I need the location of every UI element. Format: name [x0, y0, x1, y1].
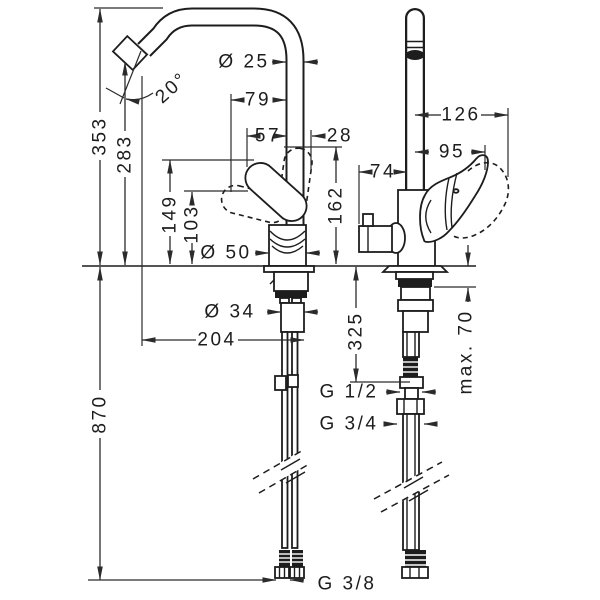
valve-stem: [362, 213, 374, 227]
gasket-left: [275, 291, 307, 298]
mounting-shank-left: [280, 302, 305, 333]
break-jog-2: [285, 471, 306, 484]
gasket-right: [398, 279, 432, 287]
pipe-fitting-1: [274, 375, 287, 391]
lever-handle-right-view: [419, 154, 489, 243]
mounting-shank-right: [402, 310, 429, 333]
dim-body-diameter: Ø 50: [200, 243, 251, 264]
dim-handle-reach-max: 126: [441, 105, 480, 126]
break-dash-4: [380, 474, 450, 513]
dim-handle-height-flat: 103: [182, 204, 203, 243]
dim-thread-g34: G 3/4: [320, 414, 379, 435]
dim-spout-diameter: Ø 25: [218, 52, 269, 73]
dim-spout-angle: 20°: [152, 68, 193, 108]
mount-block-b: [397, 299, 434, 312]
dim-thread-g38: G 3/8: [318, 574, 377, 595]
break-jog-3: [403, 476, 424, 489]
g34-nut: [396, 398, 425, 415]
dim-handle-reach: 95: [439, 142, 465, 163]
mount-washer: [395, 271, 434, 280]
swivel-ring-1: [269, 230, 306, 241]
aerator-collar: [111, 34, 149, 72]
handle-position-dashed-right: [451, 161, 510, 239]
spout-pipe-fill: [138, 9, 303, 237]
dim-valve-reach: 74: [370, 162, 396, 183]
break-dash-2: [258, 462, 312, 494]
dim-shank-diameter: Ø 34: [204, 302, 255, 323]
angle-reference-line: [119, 50, 142, 105]
break-gap-left: [250, 449, 312, 493]
break-dash-1: [252, 448, 306, 480]
dim-outlet-reach: 204: [197, 330, 236, 351]
break-jog-1: [280, 458, 301, 471]
right-view: [358, 8, 510, 579]
connector-nut-right: [401, 566, 429, 579]
swivel-ring-2: [269, 238, 306, 248]
break-gap-right: [373, 461, 450, 513]
angle-arc-tail: [105, 87, 125, 99]
handle-seam-2: [450, 172, 458, 229]
dim-handle-offset: 28: [327, 126, 353, 147]
supply-pipe-1: [281, 331, 289, 549]
dim-reach-outer: 79: [245, 90, 271, 111]
supply-pipe-2: [291, 331, 299, 549]
side-valve-body: [358, 225, 393, 253]
dim-reach-inner: 57: [255, 126, 281, 147]
dim-outlet-height: 283: [115, 134, 136, 173]
left-view: [111, 7, 315, 579]
dim-handle-height-mid: 149: [160, 194, 181, 233]
g12-neck: [404, 387, 419, 400]
dim-handle-height-top: 162: [326, 185, 347, 224]
dim-supply-length: 870: [90, 394, 111, 433]
connector-nut-2: [289, 566, 305, 579]
handle-seam-1: [444, 177, 450, 231]
pipe-fitting-2: [287, 374, 299, 388]
swivel-ring-3: [271, 245, 304, 254]
handle-position-up-dashed: [277, 147, 313, 221]
mount-block-a: [400, 286, 431, 301]
thread-end-right: [405, 550, 426, 567]
dim-thread-g12: G 1/2: [320, 382, 379, 403]
faucet-body-left: [268, 224, 307, 267]
connector-nut-1: [274, 566, 290, 579]
aerator-front: [405, 50, 425, 60]
break-jog-4: [408, 489, 429, 502]
dim-deck-thickness-max: max. 70: [456, 309, 477, 394]
handle-dot: [452, 188, 460, 194]
base-cylinder: [273, 271, 309, 292]
angle-arc: [125, 92, 154, 105]
lever-handle-left-view: [244, 162, 308, 222]
dim-total-height: 353: [90, 116, 111, 155]
supply-pipe-upper: [402, 331, 420, 358]
break-dash-3: [373, 461, 443, 500]
dim-connection-drop: 325: [346, 311, 367, 350]
handle-grip-curve: [425, 199, 432, 234]
